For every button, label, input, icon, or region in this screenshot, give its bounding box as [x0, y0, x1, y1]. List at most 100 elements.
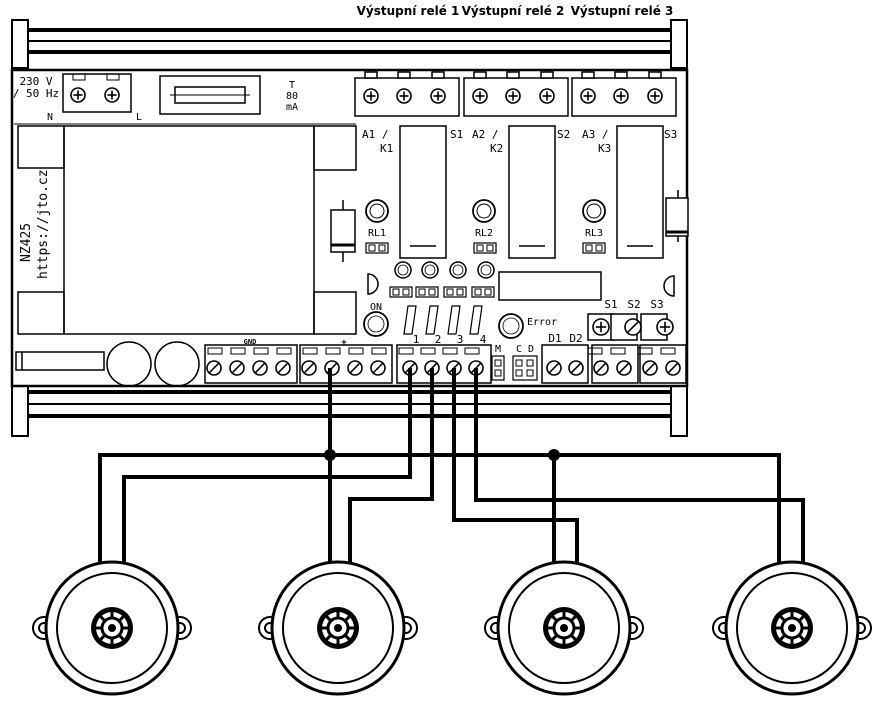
generated-components — [70, 87, 687, 384]
jumper-pin — [494, 369, 502, 377]
plus-screw-icon — [370, 360, 386, 376]
gnd-screw-icon — [206, 360, 222, 376]
plus-screw-icon — [347, 360, 363, 376]
relay-terminal-screw-icon — [430, 88, 446, 104]
power-n-label: N — [47, 112, 53, 123]
rl3-label: RL3 — [585, 228, 603, 239]
relay1-s-label: S1 — [450, 128, 463, 141]
s-screw-icon — [616, 360, 632, 376]
terminal-tab — [276, 347, 292, 355]
input-led-icon — [449, 261, 467, 279]
relay-terminal-screw-icon — [647, 88, 663, 104]
input-jumper — [415, 286, 439, 298]
fuse-t-label: T — [289, 80, 295, 91]
terminal-tab — [398, 347, 414, 355]
wire-supply-bus — [98, 453, 781, 570]
fuse: T 80 mA — [159, 75, 298, 115]
power-section: 230 V / 50 Hz N L — [13, 73, 142, 123]
wire-input-4 — [474, 368, 805, 572]
error-label: Error — [527, 317, 557, 328]
c-label: C — [516, 344, 522, 355]
relay-header-labels: Výstupní relé 1 Výstupní relé 2 Výstupní… — [357, 4, 674, 18]
terminal-tab — [660, 347, 676, 355]
speaker-3 — [484, 560, 644, 696]
relay-jumper — [365, 242, 389, 254]
relay3-k-label: K3 — [598, 142, 611, 155]
rl1-label: RL1 — [368, 228, 386, 239]
relay-bodies — [399, 125, 664, 259]
indicator-labels: ON Error — [370, 302, 557, 328]
relay-terminal-screw-icon — [613, 88, 629, 104]
switch-s3-screw-icon — [656, 318, 674, 336]
rl2-label: RL2 — [475, 228, 493, 239]
input-3-label: 3 — [457, 333, 464, 346]
terminal-tab — [253, 347, 269, 355]
terminal-tab — [464, 347, 480, 355]
switch-labels: S1 S2 S3 — [604, 298, 663, 311]
s-screw-icon — [593, 360, 609, 376]
relay3-s-label: S3 — [664, 128, 677, 141]
terminal-tab — [371, 347, 387, 355]
status-led-icon — [498, 313, 524, 339]
relay2-s-label: S2 — [557, 128, 570, 141]
jumper-pin — [526, 359, 534, 367]
transformer — [14, 123, 357, 335]
junction-dot-1 — [324, 449, 336, 461]
wire-input-2 — [348, 368, 434, 565]
wire-input-3 — [452, 368, 579, 568]
s-screw-icon — [642, 360, 658, 376]
terminal-tab — [230, 347, 246, 355]
relay1-a-label: A1 / — [362, 128, 389, 141]
mcd-jumpers — [491, 355, 538, 381]
module-housing — [10, 19, 689, 437]
jumper-pin — [515, 359, 523, 367]
relay-header-2: Výstupní relé 2 — [462, 4, 565, 18]
speaker-1 — [32, 560, 192, 696]
terminal-tab — [637, 347, 653, 355]
d-screw-icon — [546, 360, 562, 376]
bottom-left-parts — [15, 341, 200, 387]
s-screw-icon — [665, 360, 681, 376]
transistor-icon — [367, 273, 675, 297]
relay-jumper — [582, 242, 606, 254]
relay-rl-labels: RL1 RL2 RL3 — [368, 228, 603, 239]
plus-screw-icon — [301, 360, 317, 376]
relay-terminal-screw-icon — [505, 88, 521, 104]
display-module — [498, 271, 602, 301]
wire-junctions — [324, 449, 560, 461]
relay2-k-label: K2 — [490, 142, 503, 155]
model-label: NZ425 — [19, 223, 34, 262]
input-led-icon — [477, 261, 495, 279]
d-screw-icon — [568, 360, 584, 376]
power-l-label: L — [136, 112, 142, 123]
m-label: M — [495, 344, 501, 355]
diode-left — [330, 200, 356, 262]
terminal-tab — [420, 347, 436, 355]
brand-text: NZ425 https://jto.cz — [19, 169, 51, 279]
power-screw-icon — [104, 87, 120, 103]
d1-label: D1 — [548, 332, 561, 345]
terminal-labels: GND + 1 2 3 4 M C D D1 D2 — [244, 332, 583, 355]
switch-s1-screw-icon — [592, 318, 610, 336]
input-4-label: 4 — [480, 333, 487, 346]
speakers — [32, 560, 872, 696]
switch-s2-label: S2 — [627, 298, 640, 311]
relay-terminal-screw-icon — [363, 88, 379, 104]
diode-right — [665, 190, 689, 242]
jumper-pin — [526, 369, 534, 377]
on-label: ON — [370, 302, 382, 313]
fuse-unit-label: mA — [286, 102, 298, 113]
speaker-2 — [258, 560, 418, 696]
relay-header-1: Výstupní relé 1 — [357, 4, 460, 18]
relay1-k-label: K1 — [380, 142, 393, 155]
relay-labels: A1 / K1 S1 A2 / K2 S2 A3 / K3 S3 — [362, 128, 677, 155]
fuse-value-label: 80 — [286, 91, 298, 102]
relay-led-icon — [472, 199, 496, 223]
input-2-label: 2 — [435, 333, 442, 346]
relay2-a-label: A2 / — [472, 128, 499, 141]
relay-terminal-screw-icon — [539, 88, 555, 104]
terminal-tab — [587, 347, 603, 355]
input-jumper — [443, 286, 467, 298]
relay-led-icon — [365, 199, 389, 223]
